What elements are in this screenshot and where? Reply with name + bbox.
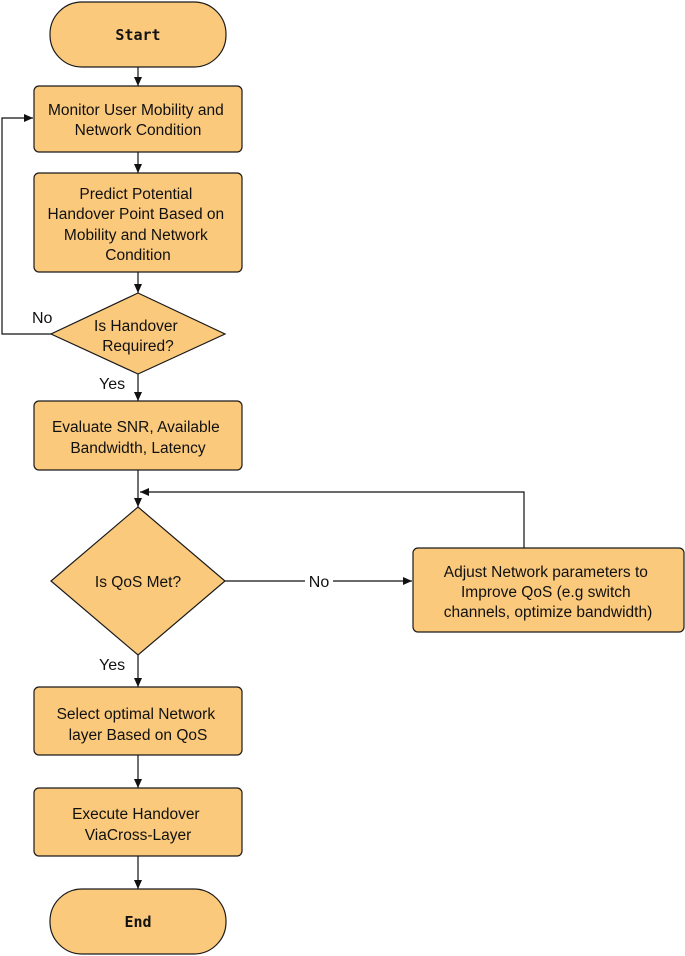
adjust-node: Adjust Network parameters to Improve QoS… xyxy=(412,547,685,633)
start-node: Start xyxy=(49,1,227,68)
monitor-label: Monitor User Mobility and Network Condit… xyxy=(48,102,228,139)
start-label: Start xyxy=(115,26,160,44)
adjust-label: Adjust Network parameters to Improve QoS… xyxy=(444,564,653,621)
select-label: Select optimal Network layer Based on Qo… xyxy=(57,706,220,744)
handover-decision-label: Is Handover Required? xyxy=(94,318,182,355)
predict-node: Predict Potential Handover Point Based o… xyxy=(33,172,243,273)
evaluate-label: Evaluate SNR, Available Bandwidth, Laten… xyxy=(52,419,224,457)
end-label: End xyxy=(124,913,151,931)
handover-decision-node: Is Handover Required? xyxy=(49,292,227,375)
edge-adjust-return xyxy=(140,488,525,548)
execute-node: Execute Handover ViaCross-Layer xyxy=(33,787,243,857)
qos-no-label: No xyxy=(309,574,330,591)
edge-handover-no-loop xyxy=(1,114,52,335)
qos-yes-label: Yes xyxy=(99,657,125,674)
end-node: End xyxy=(49,888,227,955)
handover-no-label: No xyxy=(32,310,53,327)
qos-decision-label: Is QoS Met? xyxy=(95,574,182,591)
select-node: Select optimal Network layer Based on Qo… xyxy=(33,686,243,756)
predict-label: Predict Potential Handover Point Based o… xyxy=(48,186,229,264)
handover-yes-label: Yes xyxy=(99,376,125,393)
evaluate-node: Evaluate SNR, Available Bandwidth, Laten… xyxy=(33,400,243,471)
execute-label: Execute Handover ViaCross-Layer xyxy=(72,806,204,844)
monitor-node: Monitor User Mobility and Network Condit… xyxy=(33,85,243,153)
qos-decision-node: Is QoS Met? xyxy=(50,506,226,656)
qos-no-label-bg xyxy=(305,571,333,591)
